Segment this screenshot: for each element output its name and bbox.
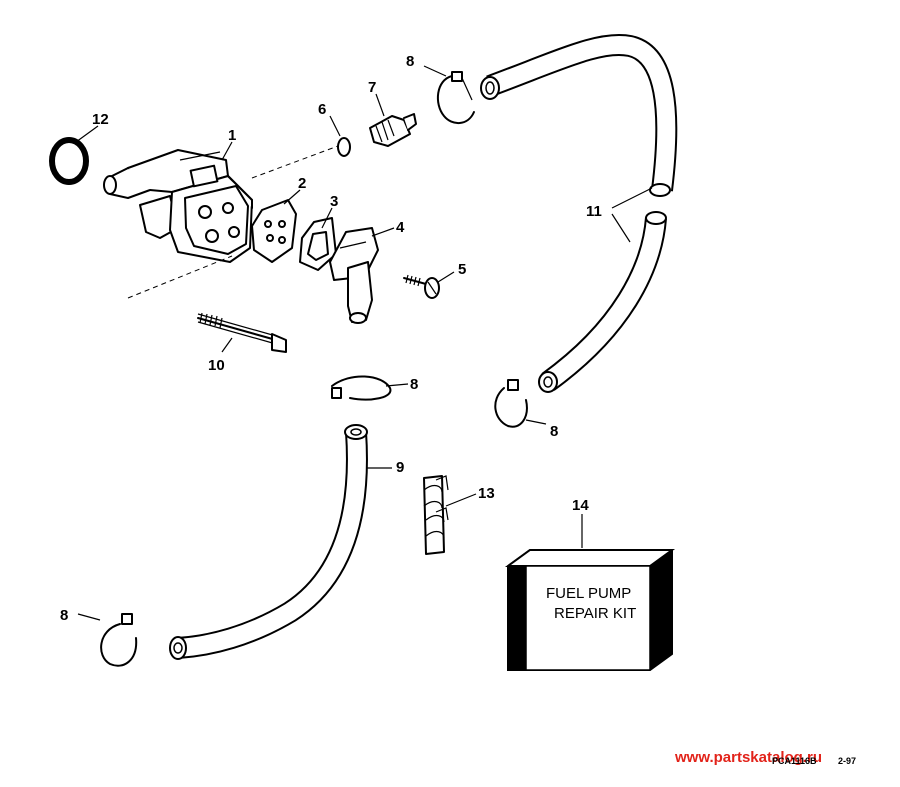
callout-2: 2 xyxy=(298,175,306,192)
callout-5: 5 xyxy=(458,261,466,278)
part-3-gasket xyxy=(299,217,337,271)
part-13-spiral-wrap xyxy=(423,475,449,555)
callout-13: 13 xyxy=(478,485,495,502)
part-8-clip-bottom xyxy=(100,613,138,667)
alignment-line-lower xyxy=(127,255,233,299)
part-11-hose-lower xyxy=(538,211,667,393)
callout-6: 6 xyxy=(318,101,326,118)
callout-7: 7 xyxy=(368,79,376,96)
kit-label-line1: FUEL PUMP xyxy=(546,585,631,602)
drawing-date: 2-97 xyxy=(838,756,856,766)
callout-8-middle: 8 xyxy=(410,376,418,393)
leader-lines xyxy=(75,65,583,621)
callout-12: 12 xyxy=(92,111,109,128)
part-8-clip-middle xyxy=(331,375,392,401)
leader-11 xyxy=(611,187,653,243)
kit-label-line2: REPAIR KIT xyxy=(554,605,636,622)
part-14-repair-kit-box xyxy=(504,549,676,671)
callout-10: 10 xyxy=(208,357,225,374)
part-7-fitting xyxy=(369,113,417,147)
callout-8-top: 8 xyxy=(406,53,414,70)
callout-8-bottom: 8 xyxy=(60,607,68,624)
alignment-line-upper xyxy=(251,145,339,179)
part-11-hose-upper xyxy=(480,34,678,197)
part-8-clip-top xyxy=(436,71,475,124)
part-8-clip-right xyxy=(494,379,528,428)
callout-14: 14 xyxy=(572,497,589,514)
part-9-hose xyxy=(169,424,368,660)
callout-8-right: 8 xyxy=(550,423,558,440)
part-1-fuel-pump-body xyxy=(103,149,253,263)
part-2-diaphragm xyxy=(251,199,297,263)
callout-11: 11 xyxy=(586,203,602,220)
part-12-o-ring xyxy=(49,137,89,185)
callout-3: 3 xyxy=(330,193,338,210)
part-6-small-o-ring xyxy=(337,137,351,157)
part-4-cover xyxy=(329,227,379,324)
drawing-code: PCA1116B xyxy=(772,756,817,766)
callout-9: 9 xyxy=(396,459,404,476)
watermark: www.partskatalog.ru xyxy=(674,749,822,766)
callout-1: 1 xyxy=(228,127,236,144)
callout-4: 4 xyxy=(396,219,405,236)
part-10-bolt xyxy=(197,312,287,353)
part-5-screw xyxy=(403,274,440,299)
